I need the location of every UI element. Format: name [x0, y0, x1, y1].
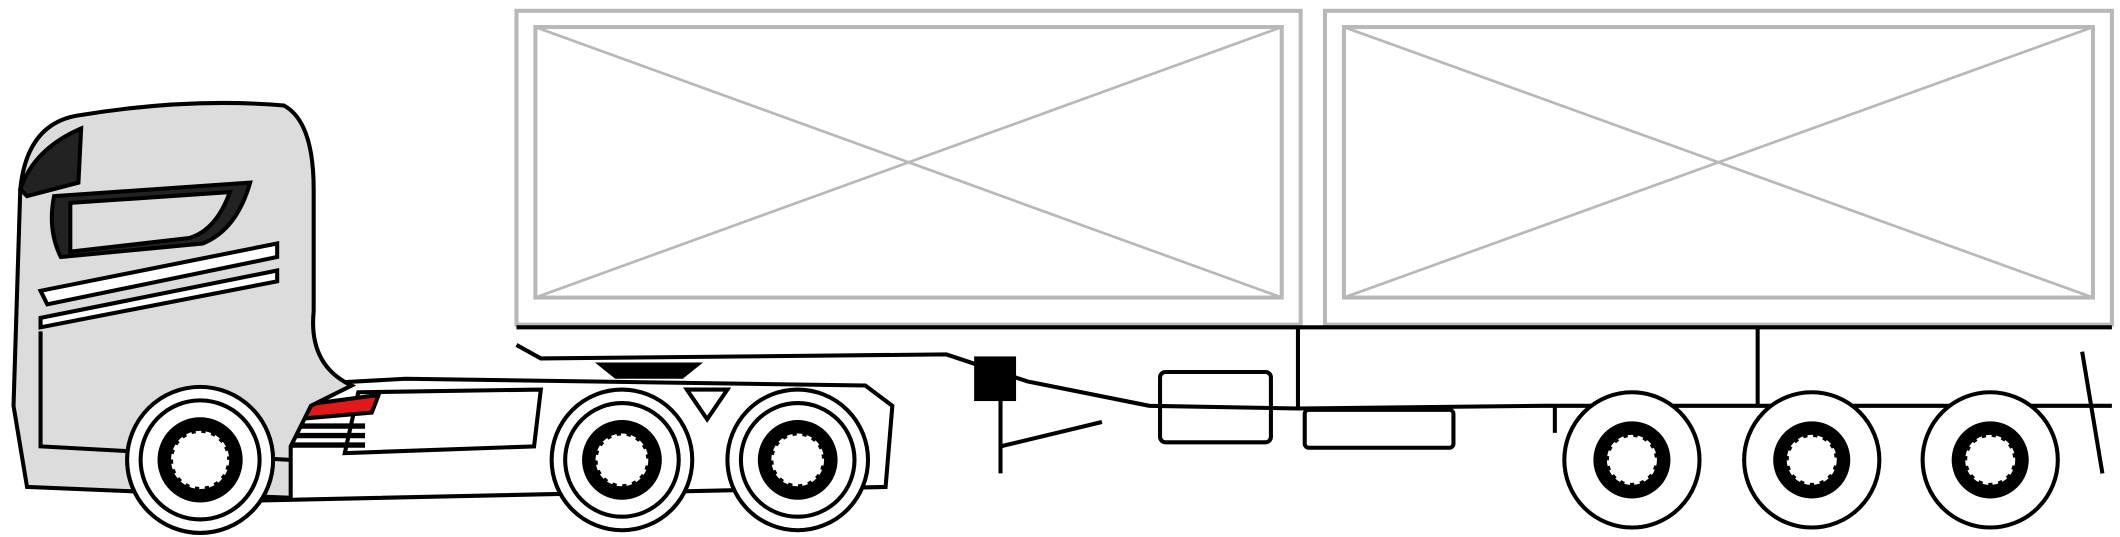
fifth-wheel [594, 362, 704, 379]
trailer-wheels [1562, 390, 2060, 530]
wheel-drive-axle-2 [725, 387, 871, 533]
tractor-cab [11, 100, 357, 500]
wheel-trailer-axle-2 [1742, 390, 1882, 530]
wheel-trailer-axle-1 [1562, 390, 1702, 530]
trailer-chassis [515, 325, 2112, 474]
container-front [514, 8, 1303, 327]
tractor-wheels [125, 384, 871, 535]
wheel-trailer-axle-3 [1920, 390, 2060, 530]
wheel-drive-axle-1 [549, 387, 695, 533]
wheel-front-axle [125, 384, 276, 535]
container-rear [1322, 8, 2114, 327]
